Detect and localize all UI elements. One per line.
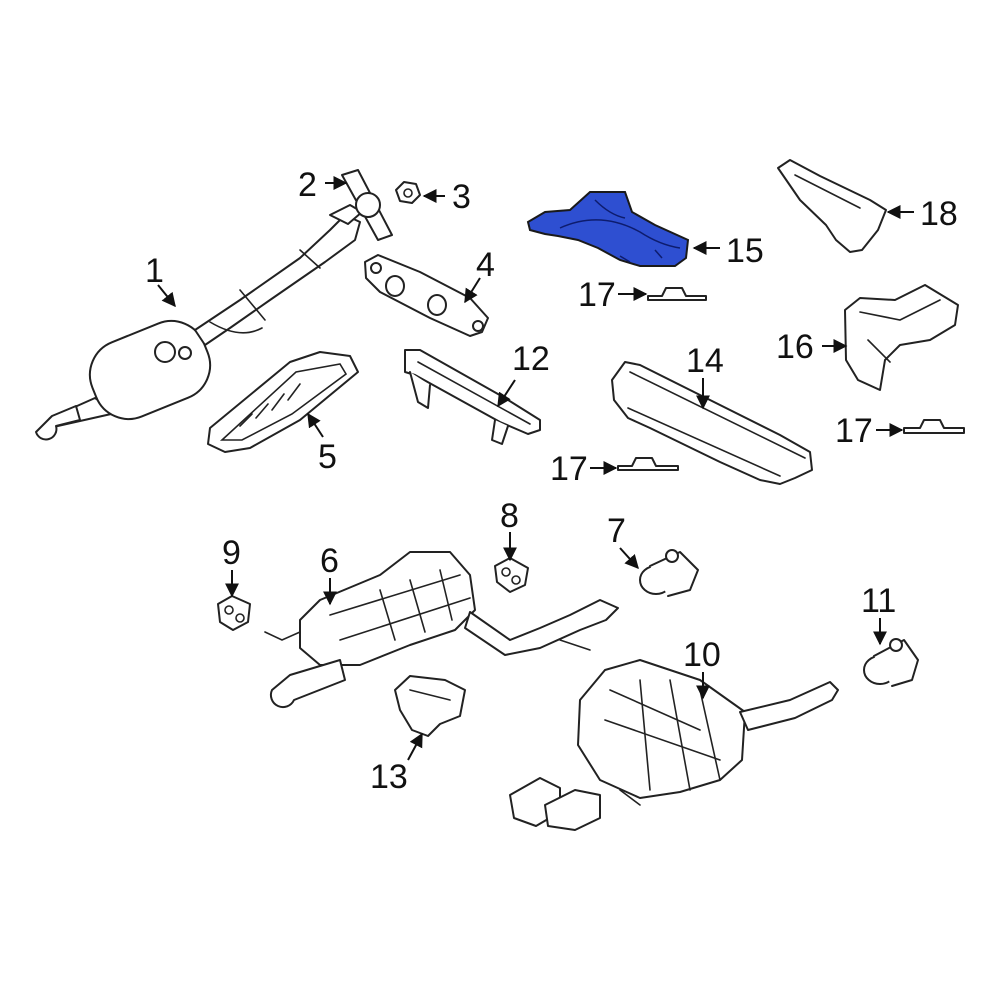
leader-12 (497, 379, 516, 408)
callout-1[interactable]: 1 (145, 252, 164, 290)
part-18-upper-heat-shield[interactable] (777, 159, 887, 253)
callout-16[interactable]: 16 (776, 328, 814, 366)
part-10-rear-muffler[interactable] (509, 659, 839, 831)
part-3-nut[interactable] (395, 181, 421, 204)
callout-15[interactable]: 15 (726, 232, 764, 270)
part-2-gasket[interactable] (341, 169, 393, 241)
callout-17c[interactable]: 17 (550, 450, 588, 488)
part-11-clamp[interactable] (863, 638, 919, 687)
part-7-clamp[interactable] (639, 549, 699, 597)
callout-4[interactable]: 4 (476, 246, 495, 284)
callout-3[interactable]: 3 (452, 178, 471, 216)
callout-2[interactable]: 2 (298, 166, 317, 204)
callout-18[interactable]: 18 (920, 195, 958, 233)
callout-8[interactable]: 8 (500, 497, 519, 535)
part-5-heat-shield-plate[interactable] (207, 351, 359, 453)
part-17-clip-b[interactable] (903, 419, 965, 434)
callout-17b[interactable]: 17 (835, 412, 873, 450)
part-15-heat-shield[interactable] (526, 191, 690, 267)
leader-7 (619, 547, 639, 570)
callout-11[interactable]: 11 (861, 582, 896, 620)
callout-6[interactable]: 6 (320, 542, 339, 580)
leader-5 (307, 412, 324, 438)
callout-13[interactable]: 13 (370, 758, 408, 796)
part-9-rubber-hanger[interactable] (217, 595, 251, 631)
part-6-center-muffler[interactable] (264, 551, 619, 709)
part-8-rubber-hanger[interactable] (494, 557, 529, 593)
part-4-mount-bracket[interactable] (364, 254, 489, 337)
callout-12[interactable]: 12 (512, 340, 550, 378)
callout-7[interactable]: 7 (607, 512, 626, 550)
callout-10[interactable]: 10 (683, 636, 721, 674)
leader-lines (157, 176, 914, 761)
part-13-bracket[interactable] (394, 675, 466, 737)
callout-14[interactable]: 14 (686, 342, 724, 380)
part-17-clip-c[interactable] (617, 457, 679, 471)
leader-13 (407, 732, 423, 761)
callout-17a[interactable]: 17 (578, 276, 616, 314)
part-1-front-pipe-converter[interactable] (35, 204, 363, 441)
part-16-side-heat-shield[interactable] (844, 284, 959, 391)
leader-4 (464, 277, 481, 304)
part-14-long-heat-shield[interactable] (611, 361, 813, 485)
callout-labels: 1 2 3 4 5 6 7 8 9 10 11 12 13 14 15 16 1… (145, 166, 958, 796)
callout-9[interactable]: 9 (222, 534, 241, 572)
leader-1 (157, 284, 176, 308)
part-12-crossmember-bracket[interactable] (404, 349, 541, 445)
callout-5[interactable]: 5 (318, 438, 337, 476)
part-17-clip-a[interactable] (647, 287, 707, 301)
